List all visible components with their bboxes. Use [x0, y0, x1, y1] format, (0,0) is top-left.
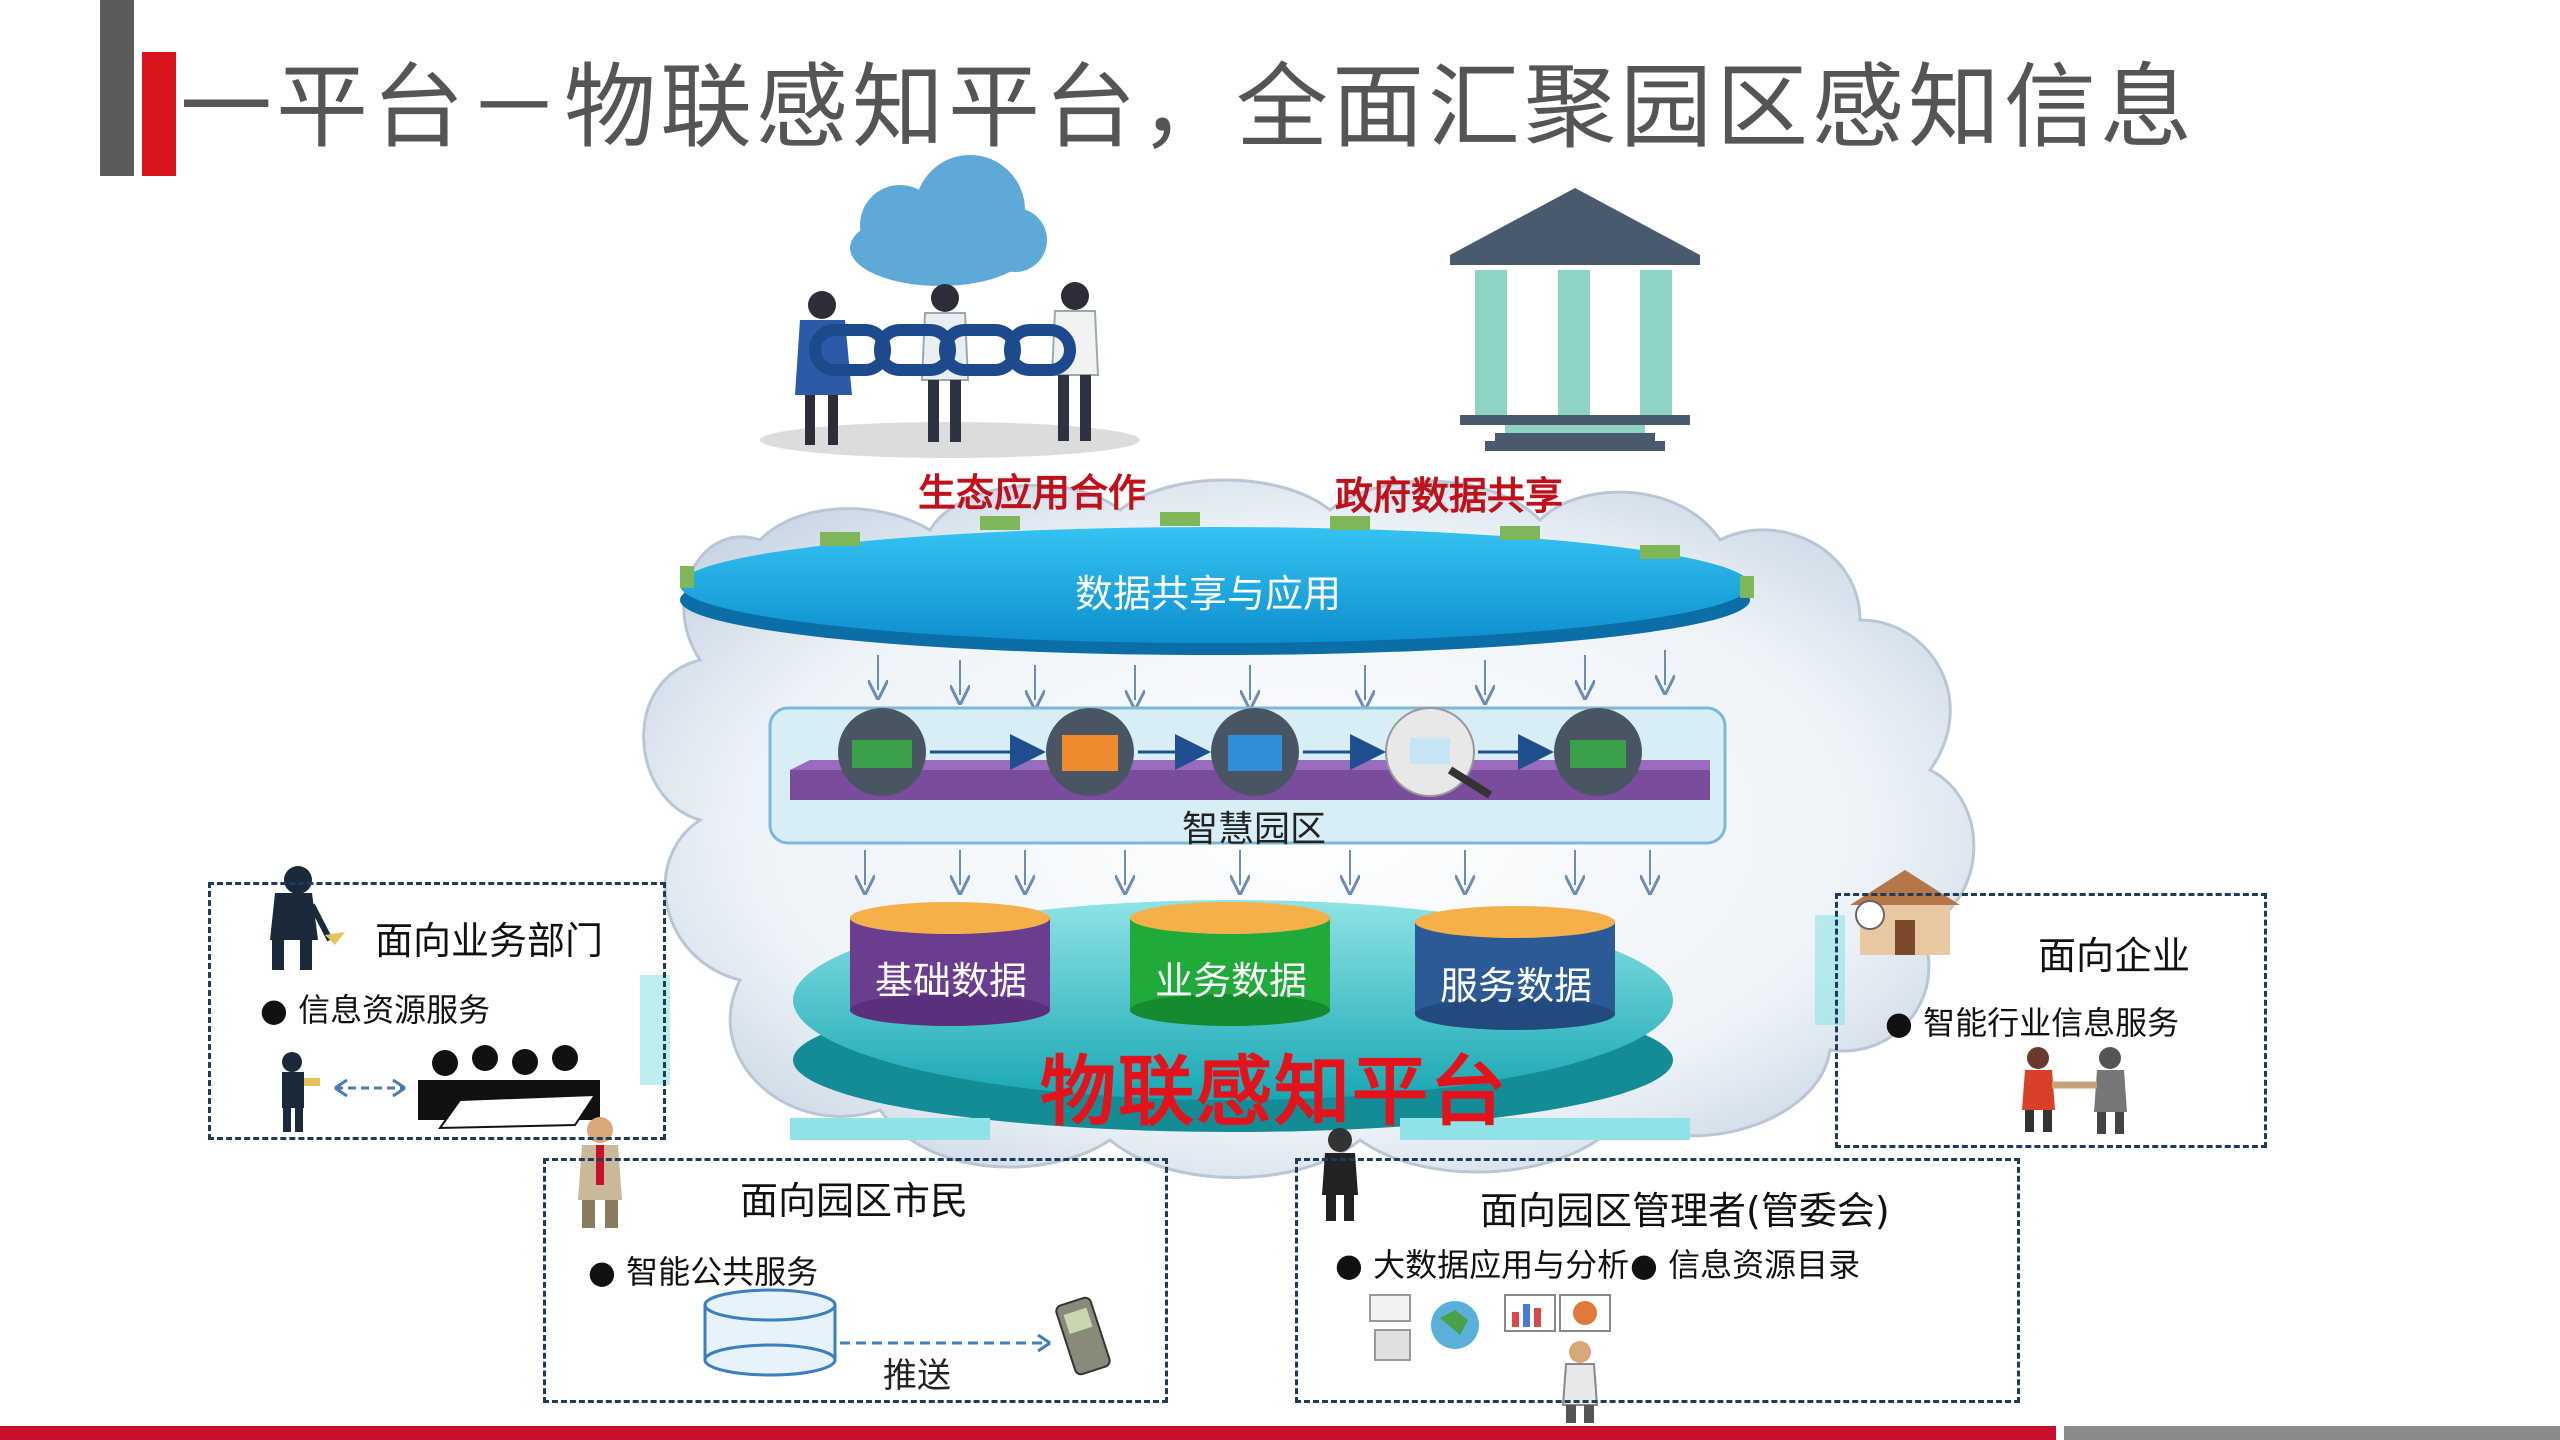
cylinder-basic-data [850, 902, 1050, 1026]
footer-bar-red [0, 1426, 2056, 1440]
database-cylinder-icon [703, 1288, 837, 1377]
exchange-arrow-icon [334, 1078, 406, 1098]
cylinder-service-data [1415, 906, 1615, 1030]
meeting-group-icon [418, 1045, 600, 1130]
citizen-bullet-1-text: 智能公共服务 [626, 1253, 819, 1291]
basic-data-label: 基础数据 [875, 959, 1028, 1003]
data-share-label: 数据共享与应用 [1075, 572, 1342, 616]
smart-park-panel [768, 706, 1727, 845]
smart-park-label: 智慧园区 [1182, 809, 1327, 850]
dept-box-title: 面向业务部门 [375, 919, 604, 963]
cloud-icon [850, 155, 1047, 286]
title-bar-gray [100, 0, 134, 176]
title-bar-red [142, 52, 176, 176]
enterprise-box-title: 面向企业 [2038, 934, 2191, 978]
down-arrows-upper [878, 650, 1665, 700]
business-data-label: 业务数据 [1155, 959, 1308, 1003]
footer-bar-gray [2064, 1426, 2560, 1440]
dept-box [208, 882, 666, 1140]
enterprise-bullet-1: ● 智能行业信息服务 [1885, 1004, 2180, 1042]
service-data-label: 服务数据 [1440, 964, 1593, 1008]
admin-bullet-2: ● 信息资源目录 [1630, 1246, 1861, 1284]
dept-bullet-1: ● 信息资源服务 [260, 991, 491, 1029]
push-arrow-icon [840, 1333, 1051, 1353]
officer-icon [282, 1052, 320, 1132]
worker-icon [270, 866, 345, 970]
down-arrows-lower [865, 850, 1650, 885]
push-label: 推送 [883, 1356, 951, 1396]
citizen-bullet-1: ● 智能公共服务 [588, 1253, 819, 1291]
enterprise-bullet-1-text: 智能行业信息服务 [1923, 1004, 2180, 1042]
page-title: 一平台－物联感知平台，全面汇聚园区感知信息 [180, 54, 2197, 161]
admin-box-title: 面向园区管理者(管委会) [1480, 1189, 1890, 1233]
citizen-box [543, 1158, 1168, 1403]
platform-label: 物联感知平台 [1040, 1047, 1508, 1136]
admin-bullet-2-text: 信息资源目录 [1668, 1246, 1861, 1284]
eco-cooperation-label: 生态应用合作 [918, 471, 1147, 515]
enterprise-box [1835, 893, 2267, 1148]
admin-bullet-1: ● 大数据应用与分析 [1335, 1246, 1630, 1284]
data-share-disk [680, 512, 1754, 655]
admin-person-icon [1322, 1128, 1358, 1221]
government-building-icon [1450, 188, 1700, 451]
handshake-icon [2022, 1047, 2127, 1134]
admin-bullet-1-text: 大数据应用与分析 [1373, 1246, 1630, 1284]
people-chain-icon [760, 282, 1140, 458]
analytics-icon [1369, 1294, 1611, 1423]
dept-bullet-1-text: 信息资源服务 [298, 991, 491, 1029]
citizen-box-title: 面向园区市民 [740, 1179, 969, 1223]
gov-data-share-label: 政府数据共享 [1335, 474, 1564, 518]
admin-box [1295, 1158, 2020, 1403]
house-icon [1850, 870, 1960, 955]
mobile-phone-icon [1055, 1296, 1111, 1376]
cylinder-business-data [1130, 902, 1330, 1026]
